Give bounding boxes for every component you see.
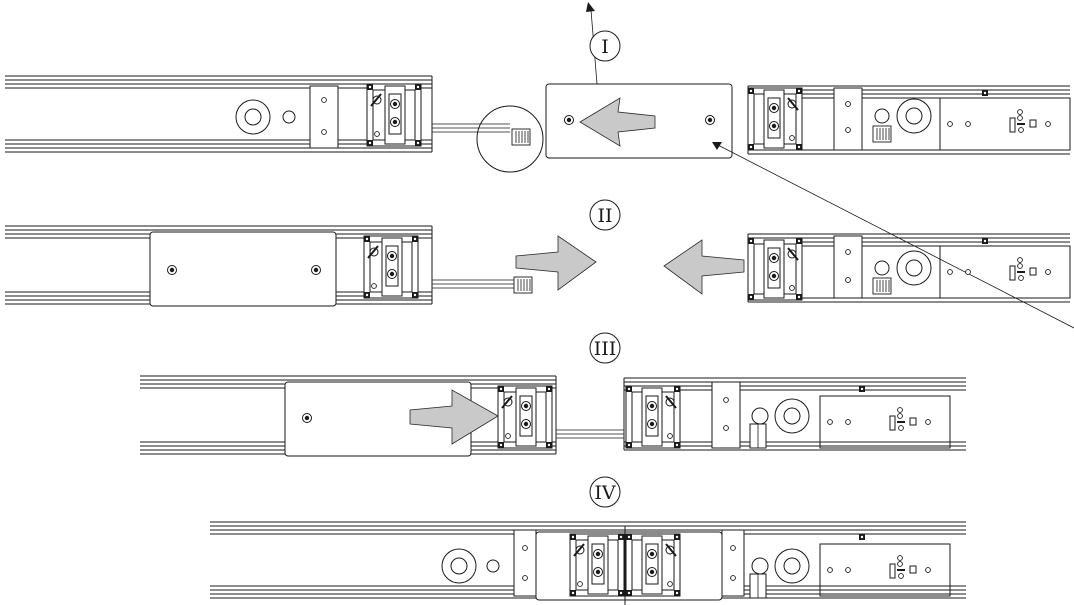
detail-magnifier [476, 105, 544, 173]
cover-plate-1 [545, 83, 733, 159]
rail-left-1 [5, 75, 510, 153]
step-label-2: II [597, 205, 612, 227]
step-marker-1 [589, 30, 621, 62]
rail-left-3 [140, 375, 624, 457]
leader-arrow-icon [712, 142, 722, 150]
arrow-left-icon [579, 97, 656, 147]
pointer-arrow-icon [586, 2, 595, 12]
step-label-1: I [601, 36, 609, 58]
step-2: II [5, 199, 1070, 307]
rail-right-1 [748, 85, 1070, 155]
step-marker-4 [589, 476, 621, 508]
step-label-4: IV [594, 482, 616, 504]
step-marker-3 [589, 332, 621, 364]
step-3: III [140, 332, 966, 457]
arrow-right-icon [515, 235, 597, 291]
step-4: IV [210, 476, 966, 605]
rail-right-2 [748, 233, 1070, 303]
arrow-left-icon-2 [663, 239, 745, 295]
step-label-3: III [594, 338, 617, 360]
step-marker-2 [589, 199, 621, 231]
rail-assembled-4 [210, 521, 966, 605]
connector-plug-icon [511, 128, 531, 146]
step-1: I [5, 2, 1074, 329]
rail-left-2 [5, 225, 533, 307]
arrow-right-icon-2 [409, 389, 499, 445]
rail-right-3 [623, 377, 966, 451]
